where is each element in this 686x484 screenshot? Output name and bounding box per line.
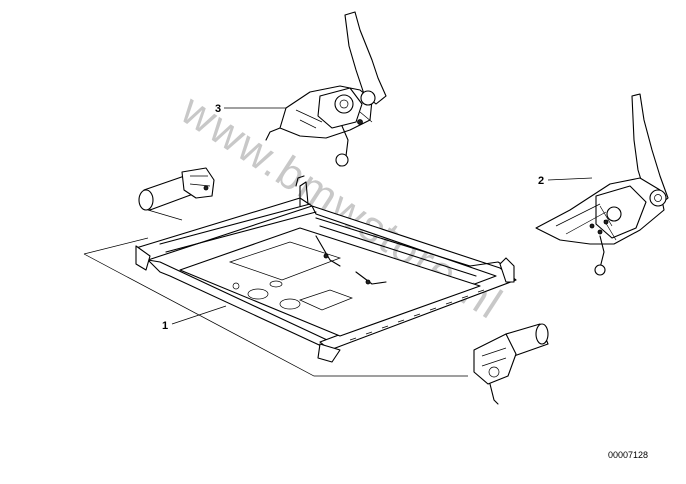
seat-motor-rear [138,167,215,211]
callout-2: 2 [538,175,544,187]
callout-3: 3 [215,103,221,115]
seat-motor-front [473,323,549,405]
callout-1: 1 [162,320,168,332]
part-2-right-hinge [535,93,669,276]
part-3-upper-hinge [265,11,387,167]
leader-lines [83,107,593,377]
reference-code: 00007128 [608,450,648,460]
part-1-seat-frame [135,175,517,363]
